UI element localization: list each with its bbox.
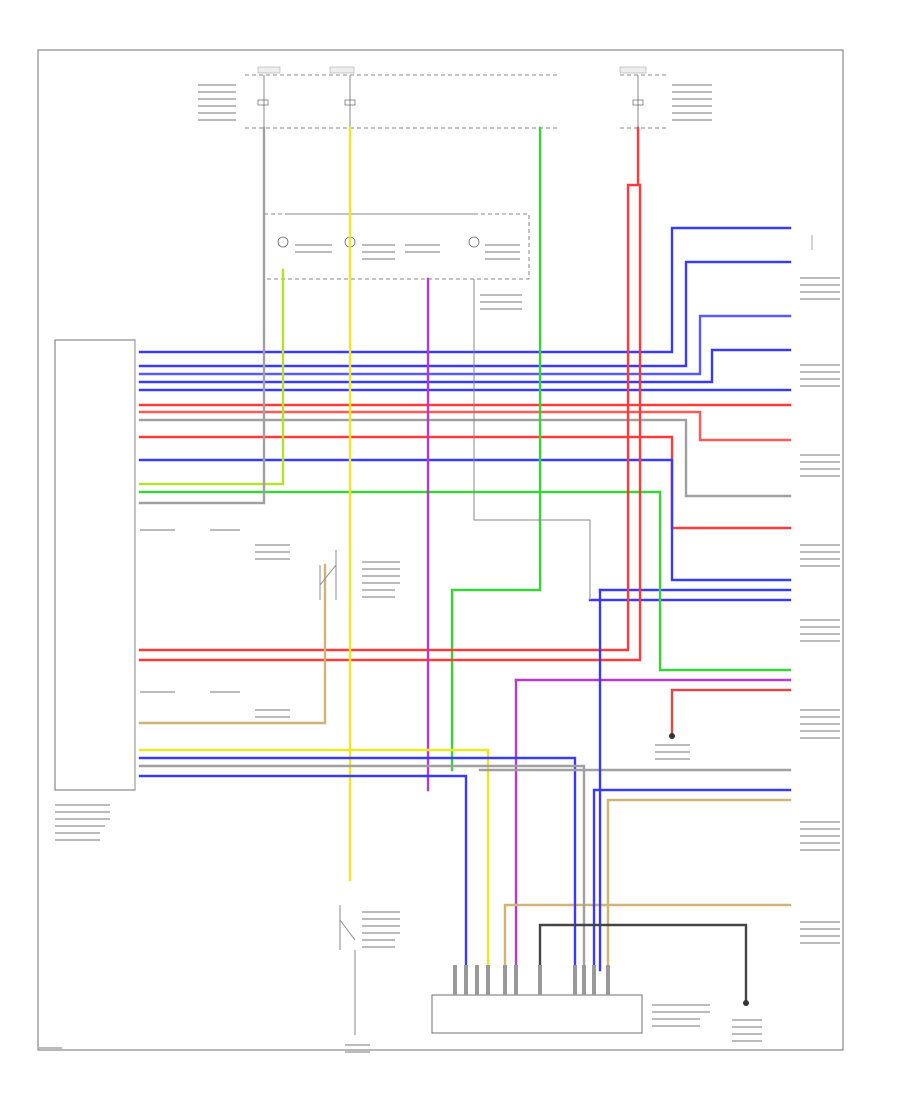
wire-blue-low-3 bbox=[592, 788, 792, 972]
wire-tan-3 bbox=[503, 903, 792, 972]
wire-blue-1 bbox=[138, 226, 792, 354]
wire-red-2 bbox=[138, 410, 792, 442]
wire-tan-2 bbox=[606, 798, 792, 972]
wire-red-main-1 bbox=[138, 126, 640, 652]
wire-grey-1 bbox=[138, 418, 792, 498]
wire-blue-3 bbox=[138, 314, 792, 376]
brake-switch bbox=[319, 550, 400, 600]
wire-red-main-2 bbox=[138, 183, 642, 662]
wire-red-ground bbox=[670, 688, 792, 737]
wire-blue-low-1 bbox=[138, 756, 577, 972]
wire-blue-low-2 bbox=[138, 774, 468, 972]
wire-green-2 bbox=[450, 126, 542, 772]
wire-blue-4 bbox=[138, 348, 792, 384]
neutral-switch bbox=[339, 905, 400, 1053]
wire-blue-6 bbox=[138, 458, 792, 582]
indicator-module bbox=[263, 213, 530, 310]
wire-yellowgreen bbox=[138, 268, 285, 486]
wire-red-3 bbox=[138, 435, 792, 530]
ground-right bbox=[732, 1000, 762, 1042]
wire-grey-thin bbox=[473, 279, 591, 600]
wire-blue-2 bbox=[138, 260, 792, 368]
bottom-ecu bbox=[431, 965, 710, 1034]
control-module bbox=[54, 339, 136, 841]
fuse-block-right bbox=[619, 66, 712, 129]
wire-tan-1 bbox=[138, 563, 327, 725]
wire-teal bbox=[138, 126, 266, 505]
wire-green-1 bbox=[138, 490, 792, 672]
passenger-fuse-labels bbox=[198, 84, 236, 121]
wire-dark bbox=[538, 923, 748, 1002]
wire-yellow-low bbox=[138, 748, 490, 972]
pin-ticks bbox=[38, 529, 290, 1049]
fuse-block-left bbox=[245, 66, 560, 129]
ground-mid bbox=[655, 733, 690, 760]
wire-group bbox=[138, 126, 792, 1002]
diagram-frame bbox=[37, 49, 844, 1051]
wire-grey-low bbox=[138, 764, 586, 972]
right-labels bbox=[800, 235, 840, 944]
